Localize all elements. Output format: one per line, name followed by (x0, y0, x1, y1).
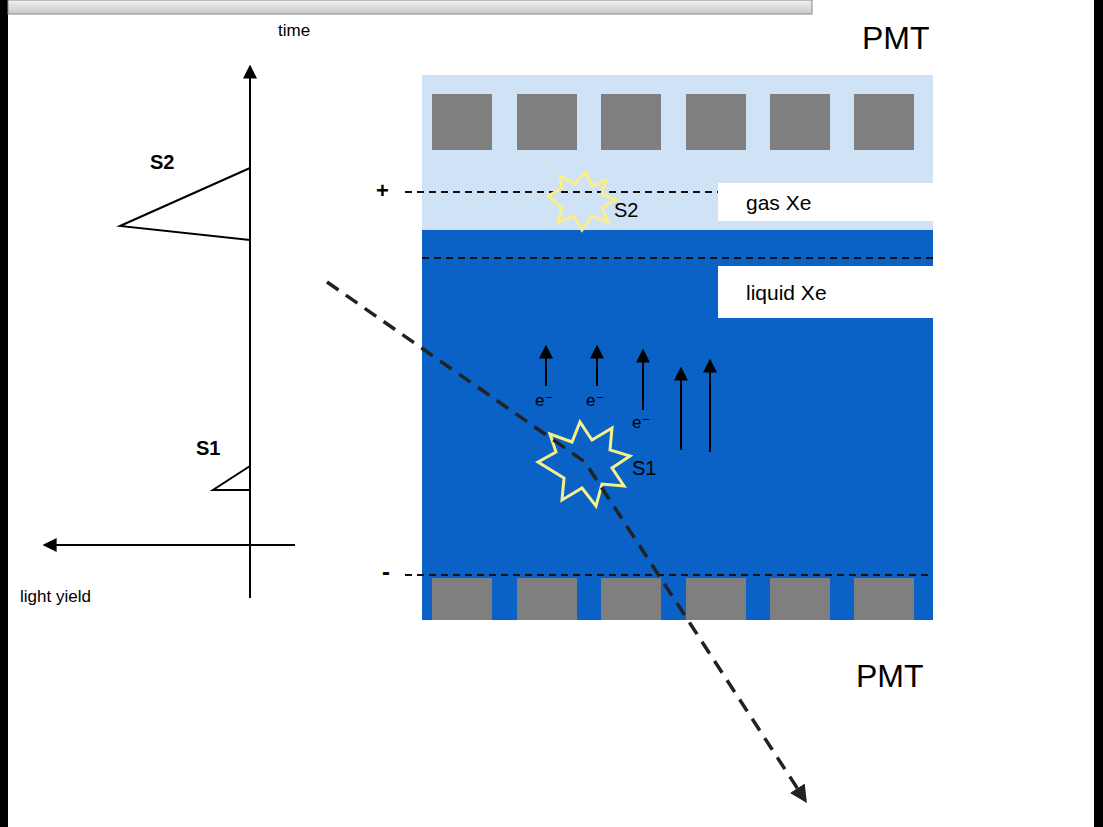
electron-label: e⁻ (632, 414, 650, 431)
pmt-label: PMT (862, 22, 930, 54)
pmt-label: PMT (856, 660, 924, 692)
drift-arrows (546, 346, 710, 452)
top-bar (8, 0, 812, 14)
polarity-sign: + (376, 180, 389, 202)
s2-flash (548, 172, 616, 230)
electrode-grids (405, 192, 933, 575)
s1-flash (538, 422, 630, 506)
region-label: liquid Xe (746, 282, 827, 303)
signal-label: S2 (614, 200, 638, 220)
liquid-region (422, 230, 933, 620)
particle-track (327, 282, 805, 800)
bottom-pmt-array (432, 578, 914, 620)
signal-pulses (120, 168, 250, 490)
region-label-box: liquid Xe (718, 266, 933, 318)
signal-axes (44, 66, 295, 598)
gas-region (422, 75, 933, 230)
region-label-box: gas Xe (718, 183, 933, 221)
electron-label: e⁻ (586, 392, 604, 409)
signal-label: S1 (632, 458, 656, 478)
axis-label: time (278, 22, 310, 39)
axis-label: light yield (20, 588, 91, 605)
top-pmt-array (432, 94, 914, 150)
white-panel (8, 0, 1094, 827)
pulse-label: S2 (150, 152, 174, 172)
electron-label: e⁻ (535, 392, 553, 409)
pulse-label: S1 (196, 438, 220, 458)
polarity-sign: - (382, 560, 390, 584)
region-label: gas Xe (746, 192, 811, 213)
